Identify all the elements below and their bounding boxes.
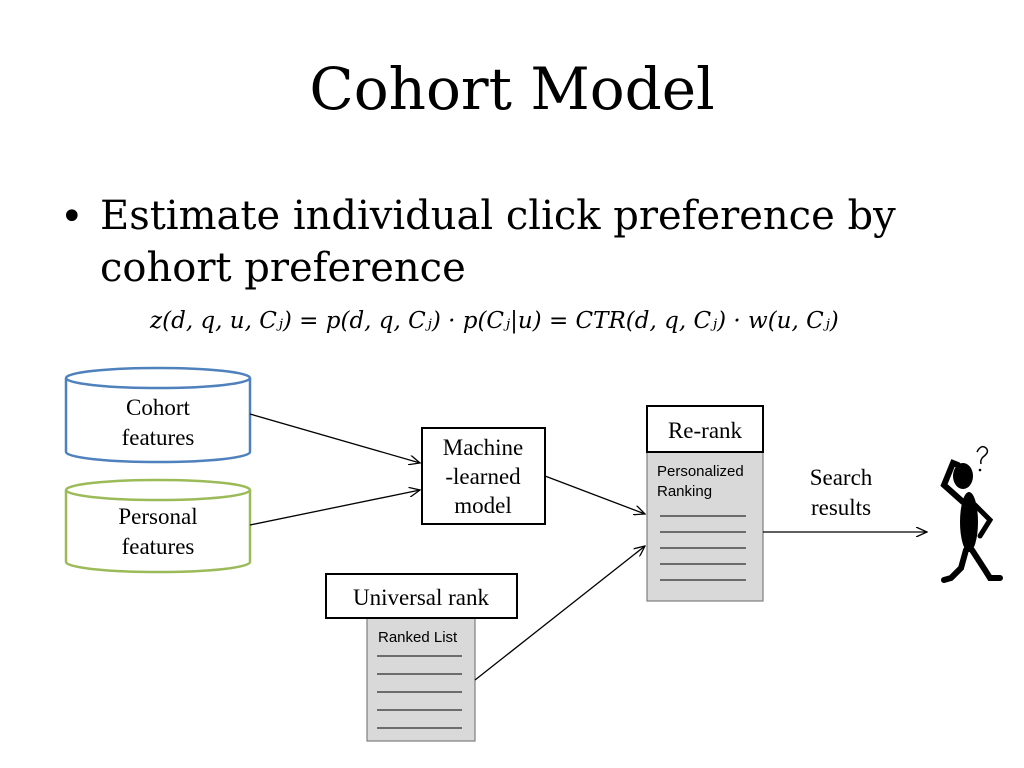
arrow-personal-to-model [249, 490, 420, 526]
ml-model-line1: Machine [443, 435, 523, 460]
rerank-label-box [646, 405, 764, 453]
universal-doc-line1: Ranked List [378, 629, 458, 646]
personal-label-line2: features [122, 534, 195, 559]
rerank-doc-line2: Ranking [657, 483, 712, 500]
personal-cylinder-body [64, 490, 252, 574]
universal-document [366, 616, 476, 742]
cohort-features-cylinder: Cohort features [64, 366, 252, 464]
person-arm-down [972, 502, 994, 539]
personal-label-line1: Personal [118, 504, 197, 529]
arrow-cohort-to-model [249, 413, 420, 463]
formula: z(d, q, u, Cⱼ) = p(d, q, Cⱼ) · p(Cⱼ|u) =… [150, 308, 839, 334]
person-leg-right [969, 547, 1003, 581]
universal-rank-group: Universal rank Ranked List [325, 573, 518, 742]
rerank-group: Re-rank Personalized Ranking [646, 405, 764, 602]
rerank-doc-line1: Personalized [657, 463, 744, 480]
personal-cylinder-top [64, 478, 252, 502]
bullet-marker: • [60, 194, 84, 240]
ml-model-box: Machine -learned model [421, 427, 546, 525]
arrow-model-to-rerank [544, 475, 645, 514]
search-results-line1: Search [810, 465, 873, 490]
question-dot [978, 468, 982, 472]
person-head [953, 463, 973, 489]
personal-features-cylinder: Personal features [64, 478, 252, 574]
slide-title: Cohort Model [309, 55, 715, 123]
ml-model-line3: model [454, 493, 512, 518]
search-results-line2: results [811, 495, 871, 520]
universal-label: Universal rank [353, 585, 490, 610]
ml-model-border [421, 427, 546, 525]
rerank-label: Re-rank [668, 418, 743, 443]
question-mark [976, 445, 989, 465]
cohort-label-line1: Cohort [126, 395, 191, 420]
arrow-universal-to-rerank [474, 546, 645, 681]
bullet-text: Estimate individual click preference by … [100, 193, 896, 291]
cohort-cylinder-top [64, 366, 252, 390]
universal-label-box [325, 573, 518, 619]
thinking-person-icon [940, 445, 1003, 583]
ml-model-line2: -learned [445, 464, 521, 489]
cohort-cylinder-body [64, 378, 252, 464]
person-leg-left [941, 547, 969, 583]
cohort-label-line2: features [122, 425, 195, 450]
person-arm-up [940, 459, 966, 505]
